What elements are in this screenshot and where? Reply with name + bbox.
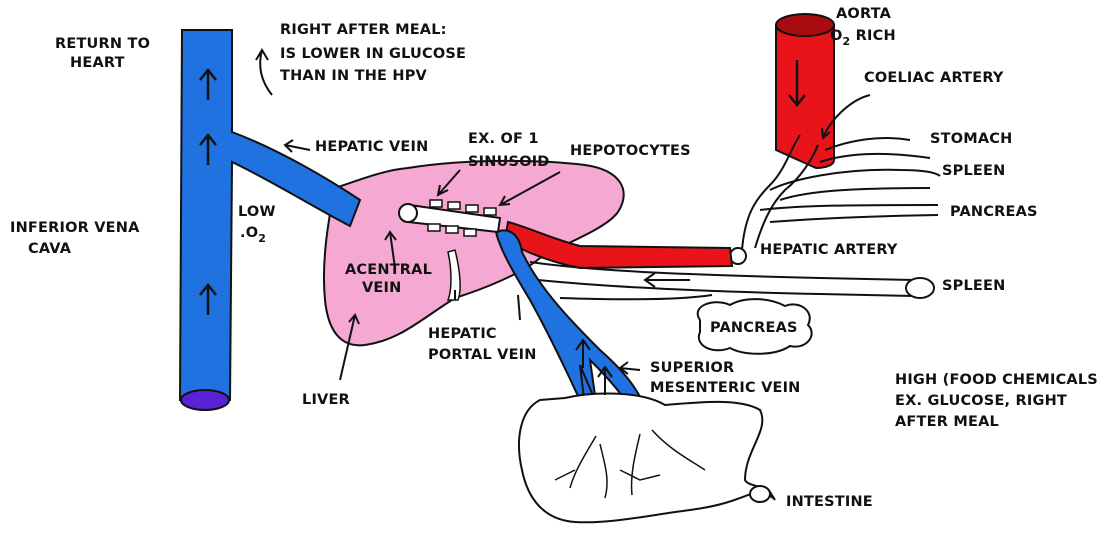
- label-low: LOW: [238, 204, 276, 220]
- intestine-shape: [519, 394, 775, 523]
- label-hepatic-artery: HEPATIC ARTERY: [760, 242, 898, 258]
- label-aorta: AORTA: [836, 6, 892, 22]
- label-low-o2: .O2: [240, 225, 266, 245]
- label-spleen-top: SPLEEN: [942, 163, 1005, 179]
- label-pancreas-top: PANCREAS: [950, 204, 1038, 220]
- splenic-flow-arrow: [645, 273, 690, 287]
- label-spleen-mid: SPLEEN: [942, 278, 1005, 294]
- ivc-end: [181, 390, 229, 410]
- label-pancreas-mid: PANCREAS: [710, 320, 798, 336]
- label-right-after-meal: RIGHT AFTER MEAL: IS LOWER IN GLUCOSE TH…: [280, 22, 471, 84]
- label-intestine: INTESTINE: [786, 494, 873, 510]
- splenic-vein: [530, 262, 915, 299]
- label-coeliac-artery: COELIAC ARTERY: [864, 70, 1004, 86]
- label-liver: LIVER: [302, 392, 350, 408]
- label-stomach: STOMACH: [930, 131, 1013, 147]
- label-hepatocytes: HEPOTOCYTES: [570, 143, 691, 159]
- label-superior-mesenteric-vein: SUPERIOR MESENTERIC VEIN: [650, 360, 801, 396]
- label-o2-rich: O2 RICH: [830, 28, 896, 48]
- label-hepatic-portal-vein: HEPATIC PORTAL VEIN: [428, 326, 537, 363]
- label-hepatic-vein: HEPATIC VEIN: [315, 139, 428, 155]
- label-ex-sinusoid: EX. OF 1 SINUSOID: [468, 131, 550, 170]
- label-high-food: HIGH (FOOD CHEMICALS EX. GLUCOSE, RIGHT …: [895, 372, 1103, 430]
- label-return-heart: RETURN TO HEART: [55, 36, 155, 71]
- spleen-vein-end: [906, 278, 934, 298]
- coeliac-branches: [742, 135, 940, 250]
- intestine-end: [750, 486, 770, 502]
- aorta-top: [776, 14, 834, 36]
- label-inferior-vena-cava: INFERIOR VENA CAVA: [10, 220, 145, 257]
